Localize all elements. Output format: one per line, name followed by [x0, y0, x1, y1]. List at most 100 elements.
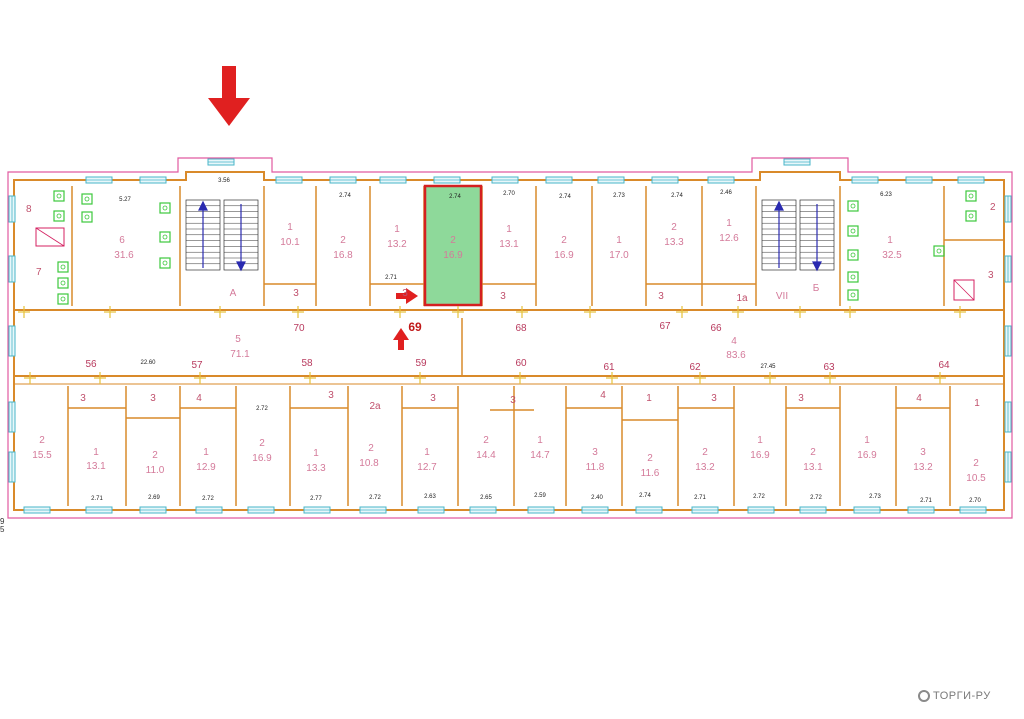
torgi-logo-icon [918, 690, 930, 702]
svg-text:3: 3 [500, 291, 506, 302]
room-num: 7 [36, 267, 42, 278]
sink-icon [953, 279, 975, 301]
svg-text:2.77: 2.77 [310, 496, 322, 502]
window [783, 158, 811, 166]
svg-text:2.70: 2.70 [503, 191, 515, 197]
svg-text:2: 2 [973, 458, 979, 469]
room-area: 16.8 [333, 250, 353, 261]
highlighted-room[interactable] [423, 184, 483, 307]
svg-text:63: 63 [823, 362, 835, 373]
svg-text:2: 2 [702, 447, 708, 458]
svg-text:2: 2 [368, 443, 374, 454]
svg-text:2.63: 2.63 [424, 494, 436, 500]
room-area: 16.9 [443, 250, 463, 261]
toilet-icon [53, 190, 65, 202]
svg-text:16.9: 16.9 [857, 450, 877, 461]
svg-text:2.72: 2.72 [753, 494, 765, 500]
window [527, 506, 555, 514]
svg-text:13.2: 13.2 [913, 462, 933, 473]
svg-text:2.74: 2.74 [559, 194, 571, 200]
svg-text:2.70: 2.70 [969, 498, 981, 504]
toilet-icon [847, 200, 859, 212]
watermark: ТОРГИ-РУ [918, 690, 991, 702]
svg-text:11.6: 11.6 [641, 468, 660, 479]
window [359, 506, 387, 514]
svg-text:59: 59 [415, 358, 427, 369]
room-area: 12.6 [719, 233, 739, 244]
window [275, 176, 303, 184]
window [329, 176, 357, 184]
svg-text:2.71: 2.71 [385, 275, 397, 281]
window [1004, 451, 1012, 483]
room-area: 13.1 [499, 239, 519, 250]
svg-text:2.73: 2.73 [613, 193, 625, 199]
svg-text:10.5: 10.5 [966, 473, 986, 484]
svg-text:2.59: 2.59 [534, 493, 546, 499]
room-num: 2 [450, 235, 456, 246]
svg-text:70: 70 [293, 323, 305, 334]
svg-text:1a: 1a [736, 293, 748, 304]
bottom-room-labels: 2 15.5 1 13.1 2 11.0 1 12.9 2 16.9 1 13.… [32, 435, 986, 484]
svg-text:64: 64 [938, 360, 950, 371]
building-outline [7, 157, 1013, 519]
svg-text:3: 3 [80, 393, 86, 404]
window [707, 176, 735, 184]
top-room-labels: 8 7 6 31.6 1 10.1 2 16.8 1 13.2 2 16.9 1… [26, 202, 996, 281]
toilet-icon [57, 277, 69, 289]
watermark-text: ТОРГИ-РУ [933, 690, 991, 702]
svg-text:2.74: 2.74 [339, 193, 351, 199]
windows [8, 158, 1012, 514]
svg-text:14.4: 14.4 [476, 450, 496, 461]
svg-text:1: 1 [424, 447, 430, 458]
room-area: 13.2 [387, 239, 407, 250]
svg-text:1: 1 [864, 435, 870, 446]
window [23, 506, 51, 514]
window [1004, 195, 1012, 223]
svg-text:56: 56 [85, 359, 97, 370]
svg-text:67: 67 [659, 321, 671, 332]
window [581, 506, 609, 514]
svg-text:13.1: 13.1 [86, 461, 106, 472]
svg-text:1: 1 [646, 393, 652, 404]
svg-text:16.9: 16.9 [750, 450, 770, 461]
pointer-arrow-right-icon [396, 288, 418, 304]
svg-text:2: 2 [259, 438, 265, 449]
room-area: 32.5 [882, 250, 902, 261]
svg-text:2: 2 [810, 447, 816, 458]
svg-text:2: 2 [483, 435, 489, 446]
toilet-icon [53, 210, 65, 222]
svg-text:2: 2 [647, 453, 653, 464]
svg-text:3: 3 [150, 393, 156, 404]
room-num: 1 [287, 222, 293, 233]
small-top-room-labels: 3 3 3 3 1a [293, 288, 748, 304]
svg-text:3: 3 [798, 393, 804, 404]
door-numbers-top: 70 69 68 67 66 [293, 320, 722, 334]
window [959, 506, 987, 514]
dimensions-top: 5.27 2.74 2.71 2.74 2.70 2.74 2.73 2.74 … [119, 190, 892, 281]
location-arrow-icon [208, 66, 250, 126]
svg-text:14.7: 14.7 [530, 450, 550, 461]
toilet-icon [847, 271, 859, 283]
svg-text:11.8: 11.8 [586, 462, 605, 473]
svg-text:62: 62 [689, 362, 701, 373]
window [905, 176, 933, 184]
svg-text:3: 3 [658, 291, 664, 302]
svg-text:12.9: 12.9 [196, 462, 216, 473]
svg-text:10.8: 10.8 [359, 458, 379, 469]
window [1004, 401, 1012, 433]
svg-text:2.73: 2.73 [869, 494, 881, 500]
svg-text:1: 1 [537, 435, 543, 446]
window [207, 158, 235, 166]
window [907, 506, 935, 514]
toilet-icon [965, 210, 977, 222]
left-edge-marks: 9 5 [0, 518, 4, 534]
window [8, 195, 16, 223]
svg-text:71.1: 71.1 [230, 349, 250, 360]
room-num: 8 [26, 204, 32, 215]
edge-mark: 5 [0, 525, 5, 534]
room-num: 3 [988, 270, 994, 281]
room-area: 10.1 [280, 237, 300, 248]
svg-text:58: 58 [301, 358, 313, 369]
window [8, 451, 16, 483]
toilet-icon [159, 257, 171, 269]
